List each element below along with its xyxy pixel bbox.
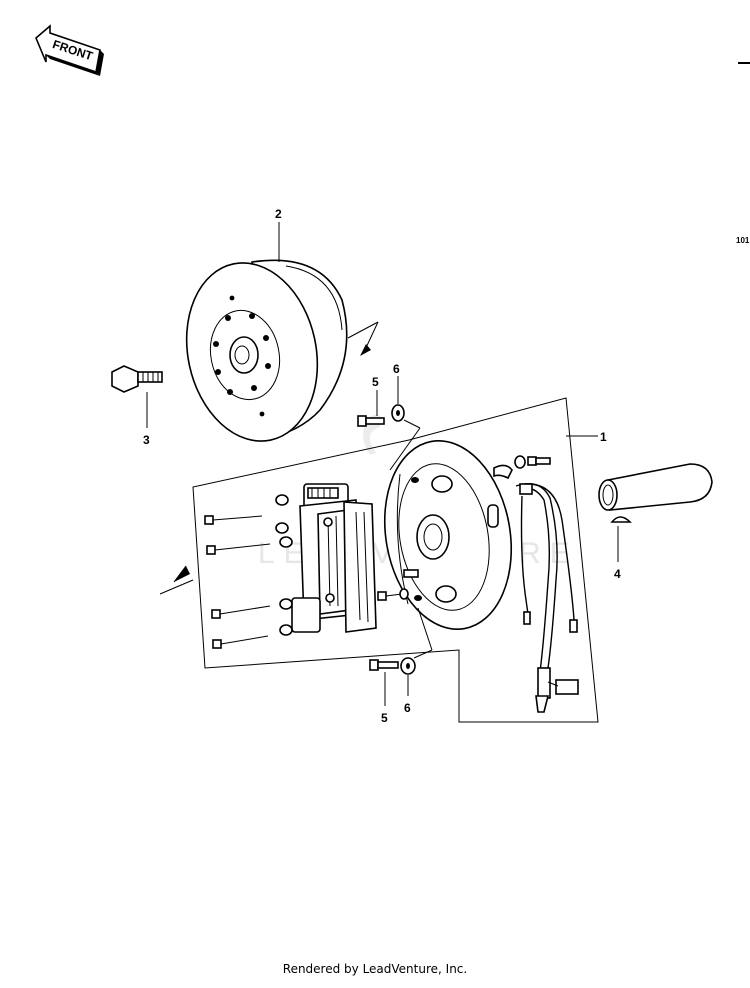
washer-upper: [391, 404, 405, 422]
callout-flywheel: 2: [275, 207, 282, 221]
callout-woodruff-key: 4: [614, 567, 621, 581]
screw-lower: [369, 659, 399, 671]
wiring-harness: [515, 483, 579, 713]
woodruff-key: [610, 516, 632, 523]
plate-mount-screw: [377, 569, 419, 601]
callout-stator-assembly: 1: [600, 430, 607, 444]
flywheel-bolt: [111, 365, 163, 393]
assembly-frame: [192, 397, 599, 723]
flywheel: [185, 259, 348, 442]
stator-coil: [291, 483, 377, 633]
callout-screw-lower: 5: [381, 711, 388, 725]
washer-lower: [400, 657, 416, 675]
callout-washer-upper: 6: [393, 362, 400, 376]
callout-screw-upper: 5: [372, 375, 379, 389]
footer-credit: Rendered by LeadVenture, Inc.: [282, 962, 468, 976]
page-number: 101: [736, 236, 750, 245]
crankshaft: [598, 463, 713, 511]
plate-screw: [514, 455, 551, 469]
screw-upper: [357, 415, 385, 427]
front-arrow-icon: FRONT: [35, 24, 104, 76]
stator-bolt: [204, 494, 293, 649]
callout-flywheel-bolt: 3: [143, 433, 150, 447]
wire-clamp: [493, 464, 513, 480]
stator-plate: [383, 440, 513, 630]
callout-washer-lower: 6: [404, 701, 411, 715]
